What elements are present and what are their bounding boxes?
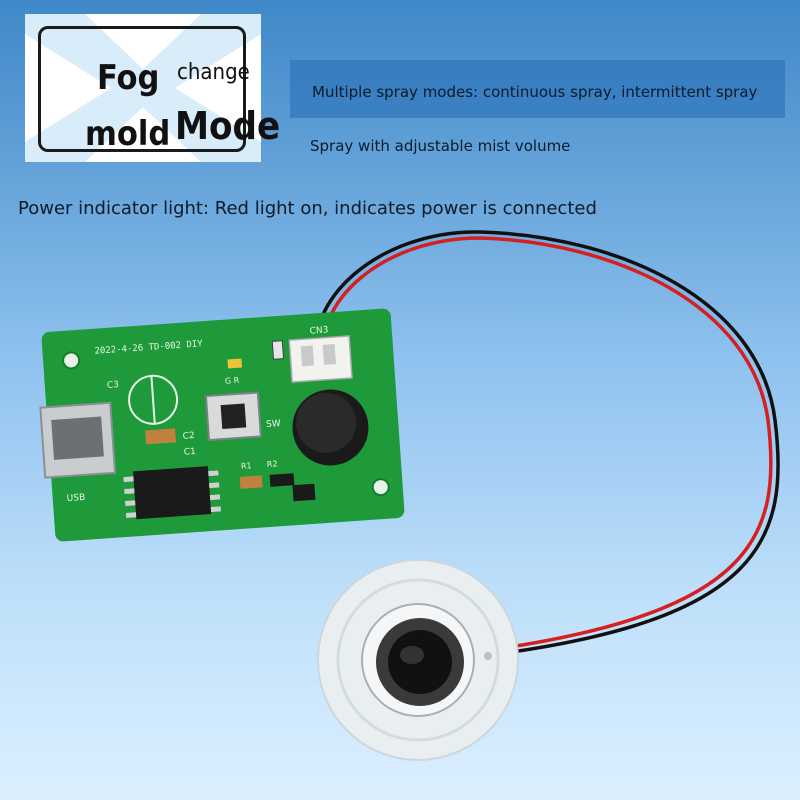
cable [313, 230, 780, 657]
wire-connector [288, 335, 353, 383]
caption-power-indicator: Power indicator light: Red light on, ind… [18, 198, 597, 219]
logo-cross-decoration [25, 14, 261, 162]
c1-label: C1 [183, 447, 196, 458]
pcb-board: 2022-4-26 TD-002 DIY USB C3 C2 C1 [39, 308, 405, 542]
caption-mist-volume: Spray with adjustable mist volume [310, 137, 571, 155]
logo-word-fog: Fog [97, 58, 160, 98]
caption-spray-modes: Multiple spray modes: continuous spray, … [312, 83, 758, 101]
logo-word-change: change [177, 60, 250, 85]
connector-label: CN3 [309, 325, 328, 336]
ic-chip [133, 466, 212, 520]
logo-word-mold: mold [85, 114, 171, 154]
usb-label: USB [66, 493, 85, 504]
logo-frame [38, 26, 246, 152]
led-labels: G R [225, 376, 240, 386]
caption-banner [290, 60, 785, 118]
atomizer-disc [317, 559, 519, 761]
sw-label: SW [266, 419, 281, 430]
r1-label: R1 [241, 461, 252, 471]
r2-label: R2 [267, 459, 278, 469]
capacitor-c2 [145, 428, 177, 445]
logo-word-mode: Mode [175, 104, 281, 148]
logo: Fog mold change Mode [25, 14, 280, 162]
c2-label: C2 [182, 431, 195, 442]
c3-label: C3 [107, 380, 120, 391]
led-indicators [227, 358, 243, 369]
